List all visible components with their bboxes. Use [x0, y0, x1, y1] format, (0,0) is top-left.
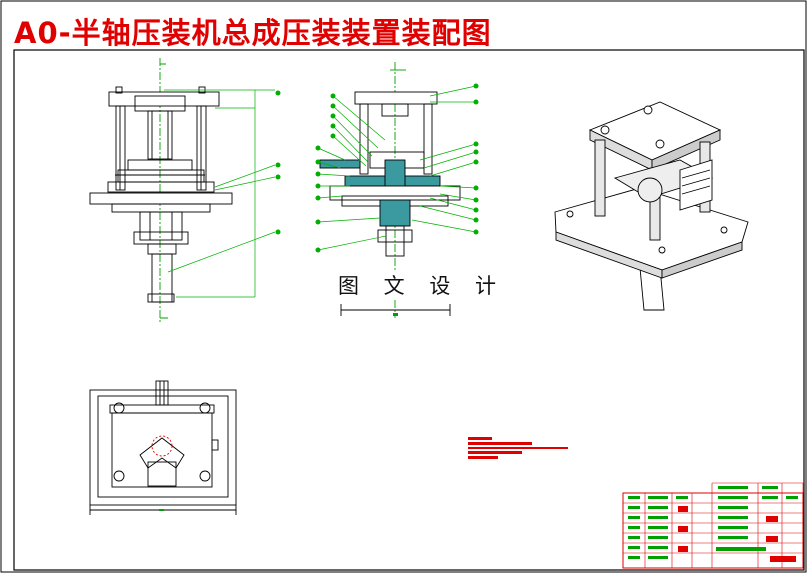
balloon-icon [275, 229, 281, 235]
balloon-icon [275, 90, 281, 96]
top-view [89, 380, 237, 515]
title-block [622, 482, 804, 569]
balloon-icon [275, 174, 281, 180]
inner-border [13, 49, 805, 571]
section-arrow-icon [160, 63, 168, 319]
balloon-icon [275, 162, 281, 168]
watermark-text: 图 文 设 计 [336, 270, 508, 300]
isometric-view [554, 101, 749, 311]
front-view [89, 58, 281, 322]
drawing-title: A0-半轴压装机总成压装装置装配图 [14, 16, 492, 50]
section-view [315, 62, 479, 318]
technical-notes [468, 437, 568, 459]
